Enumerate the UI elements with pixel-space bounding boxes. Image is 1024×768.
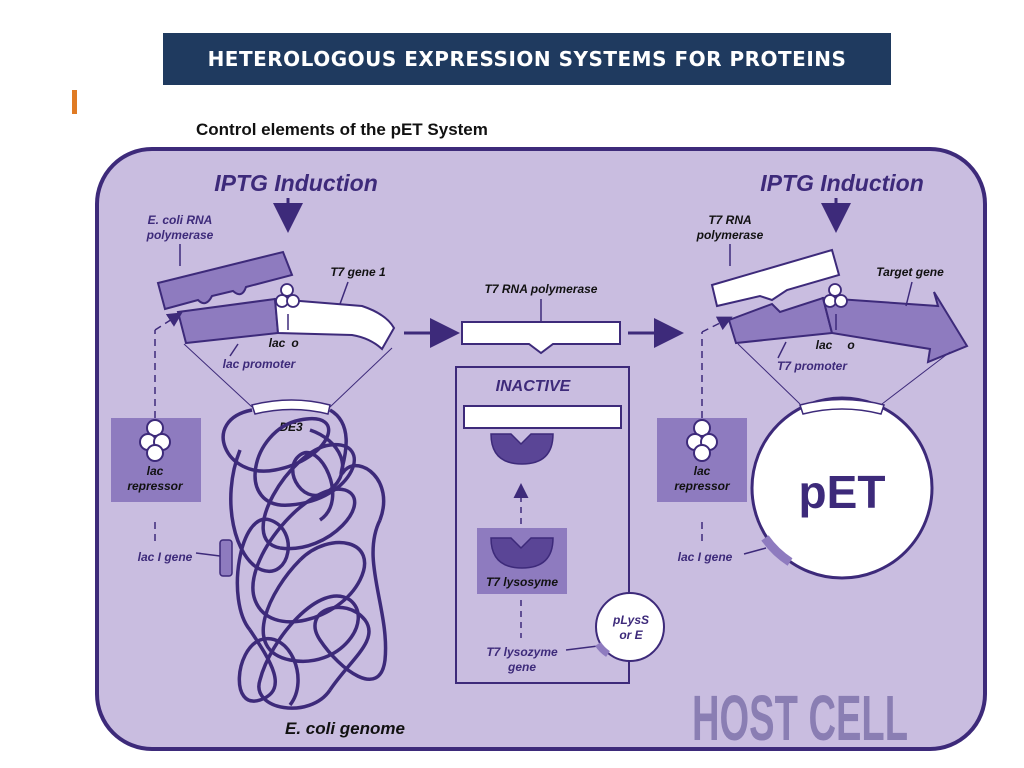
lac-operator-label-right: lac	[816, 338, 833, 352]
t7-promoter-leader	[777, 341, 787, 359]
repressor-circle	[693, 444, 711, 462]
ecoli-polymerase-label-line2: polymerase	[146, 228, 214, 242]
zoom-line	[329, 347, 393, 408]
lysozyme-gene-label-line1: T7 lysozyme	[486, 645, 558, 659]
zoom-line	[183, 343, 253, 408]
ecoli-genome-label: E. coli genome	[285, 719, 405, 738]
plysS-label-line2: or E	[619, 628, 643, 642]
lac-promoter-leader	[229, 343, 239, 357]
laci-gene-right-label: lac I gene	[678, 550, 733, 564]
ecoli-polymerase-label-line1: E. coli RNA	[148, 213, 213, 227]
pet-plasmid	[750, 396, 934, 580]
slide-title: HETEROLOGOUS EXPRESSION SYSTEMS FOR PROT…	[207, 47, 847, 71]
pet-laci-gene-segment	[761, 535, 793, 566]
chromosome-module: IPTG Induction E. coli RNA polymerase T7…	[111, 170, 405, 738]
operator-circle	[828, 283, 842, 297]
repressor-circle	[146, 419, 164, 437]
t7-gene1-segment	[273, 297, 396, 351]
diagram-caption: Control elements of the pET System	[196, 120, 488, 139]
t7-gene1-leader	[339, 281, 349, 305]
repressor-right-dashed-arrow	[701, 316, 733, 333]
pet-label: pET	[799, 466, 886, 518]
operator-circle	[834, 294, 848, 308]
repressor-dashed-arrow	[154, 312, 183, 331]
target-gene-label: Target gene	[876, 265, 944, 279]
plysS-gene-segment	[595, 641, 611, 657]
induction-label-left: IPTG Induction	[214, 170, 378, 196]
operator-circle	[280, 283, 294, 297]
plysS-label-line1: pLysS	[612, 613, 649, 627]
slide-title-bar: HETEROLOGOUS EXPRESSION SYSTEMS FOR PROT…	[163, 33, 891, 85]
repressor-label-line1: lac	[147, 464, 164, 478]
plysS-leader	[565, 645, 599, 651]
operator-o-label: o	[291, 336, 298, 350]
lysozyme-gene-label-line2: gene	[507, 660, 536, 674]
ecoli-rna-polymerase	[156, 250, 294, 311]
pet-insert-segment	[799, 398, 885, 415]
lac-promoter-label: lac promoter	[223, 357, 297, 371]
laci-gene-marker	[219, 539, 233, 577]
pet-plasmid-module: IPTG Induction T7 RNA polymerase Target …	[657, 170, 969, 580]
zoom-line	[881, 351, 951, 405]
target-gene-leader	[905, 281, 913, 307]
inactive-box	[455, 366, 630, 684]
t7-lysozyme-label: T7 lysosyme	[486, 575, 558, 589]
t7-gene1-label: T7 gene 1	[330, 265, 386, 279]
t7-polymerase-label: T7 RNA polymerase	[485, 282, 598, 296]
laci-gene-label: lac I gene	[138, 550, 193, 564]
t7-rna-polymerase	[461, 321, 621, 355]
ecoli-genome-loops	[221, 408, 388, 710]
t7-promoter-label: T7 promoter	[777, 359, 848, 373]
repressor-circle	[146, 444, 164, 462]
operator-o-label-right: o	[847, 338, 854, 352]
inactive-label: INACTIVE	[496, 378, 572, 395]
laci-gene-right-leader	[743, 547, 767, 555]
laci-gene-leader	[195, 552, 221, 557]
accent-bar	[72, 90, 77, 114]
host-cell-label: HOST CELL	[692, 682, 908, 754]
repressor-circle	[693, 419, 711, 437]
bound-lysozyme-shape	[490, 433, 554, 465]
bound-t7-rna-polymerase	[710, 248, 841, 308]
induction-label-right: IPTG Induction	[760, 170, 924, 196]
t7-polymerase-module: T7 RNA polymerase INACTIVE T7 lysosyme T…	[404, 282, 684, 684]
t7-polymerase-right-label-line2: polymerase	[696, 228, 764, 242]
t7-polymerase-right-label-line1: T7 RNA	[708, 213, 751, 227]
operator-circle	[286, 294, 300, 308]
repressor-right-label-line1: lac	[694, 464, 711, 478]
plysS-plasmid	[595, 592, 665, 662]
lysozyme-shape	[490, 537, 554, 569]
de3-insert	[251, 399, 331, 415]
repressor-right-label-line2: repressor	[674, 479, 731, 493]
lac-operator-label: lac	[269, 336, 286, 350]
zoom-line	[737, 343, 801, 405]
inactive-polymerase-bar	[463, 405, 622, 429]
repressor-label-line2: repressor	[127, 479, 184, 493]
